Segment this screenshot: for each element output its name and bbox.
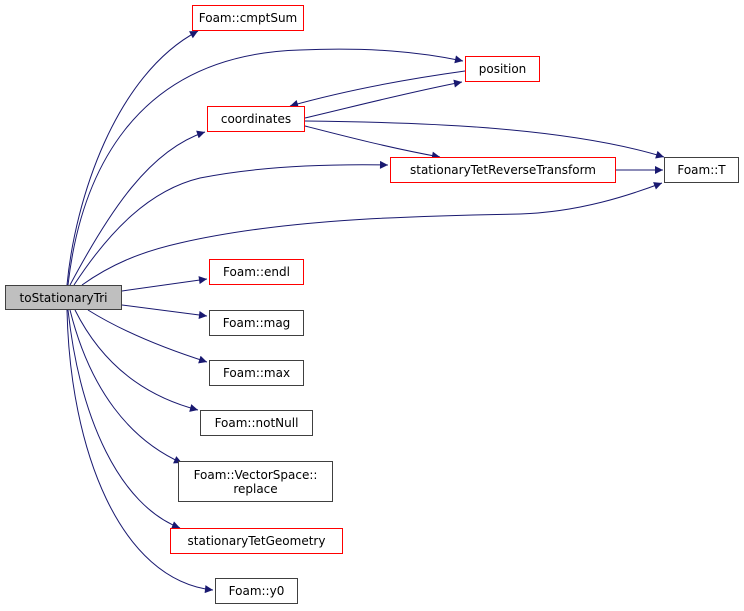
node-label: Foam::mag bbox=[222, 316, 291, 330]
node-label: Foam::y0 bbox=[228, 584, 285, 598]
node-cmptsum[interactable]: Foam::cmptSum bbox=[192, 5, 304, 31]
edge-root-T bbox=[81, 182, 663, 286]
edge-root-endl bbox=[121, 276, 208, 292]
edge-root-notnull bbox=[74, 309, 199, 412]
edge-root-position bbox=[67, 48, 464, 286]
node-label: Foam::T bbox=[677, 163, 726, 177]
edge-root-max bbox=[87, 309, 208, 364]
node-label: Foam::cmptSum bbox=[198, 11, 298, 25]
node-label: toStationaryTri bbox=[19, 290, 108, 305]
node-label: position bbox=[478, 62, 527, 76]
node-foam-t[interactable]: Foam::T bbox=[664, 157, 739, 183]
edge-position-coordinates bbox=[289, 70, 466, 108]
edge-root-cmptsum bbox=[66, 30, 199, 286]
node-foam-mag[interactable]: Foam::mag bbox=[209, 310, 304, 336]
node-foam-max[interactable]: Foam::max bbox=[209, 360, 304, 386]
node-label: replace bbox=[233, 481, 278, 496]
node-stationarytetgeometry[interactable]: stationaryTetGeometry bbox=[170, 528, 343, 554]
edge-coordinates-T bbox=[304, 120, 665, 159]
edge-root-reverse bbox=[73, 160, 389, 286]
node-label: Foam::endl bbox=[223, 265, 290, 279]
node-label: Foam::notNull bbox=[214, 416, 299, 430]
edge-root-coordinates bbox=[69, 130, 206, 286]
edge-root-mag bbox=[121, 304, 208, 319]
node-foam-endl[interactable]: Foam::endl bbox=[209, 259, 304, 285]
edge-coordinates-reverse bbox=[304, 125, 441, 160]
node-label: Foam::max bbox=[222, 366, 291, 380]
node-foam-y0[interactable]: Foam::y0 bbox=[215, 578, 298, 604]
node-tostationarytri[interactable]: toStationaryTri bbox=[5, 285, 122, 310]
node-position[interactable]: position bbox=[465, 56, 540, 82]
node-coordinates[interactable]: coordinates bbox=[207, 106, 305, 132]
node-label: coordinates bbox=[220, 112, 292, 126]
edge-root-geometry bbox=[67, 309, 181, 529]
edge-root-y0 bbox=[66, 309, 214, 594]
node-foam-notnull[interactable]: Foam::notNull bbox=[200, 410, 313, 436]
node-label: stationaryTetReverseTransform bbox=[410, 163, 596, 177]
edge-coordinates-position bbox=[304, 79, 463, 119]
node-foam-vectorspace-replace[interactable]: Foam::VectorSpace::replace bbox=[178, 461, 333, 502]
node-stationarytetreversetransform[interactable]: stationaryTetReverseTransform bbox=[390, 157, 616, 183]
node-label: stationaryTetGeometry bbox=[187, 534, 326, 548]
edge-root-replace bbox=[69, 309, 183, 464]
node-label: Foam::VectorSpace:: bbox=[193, 467, 318, 482]
